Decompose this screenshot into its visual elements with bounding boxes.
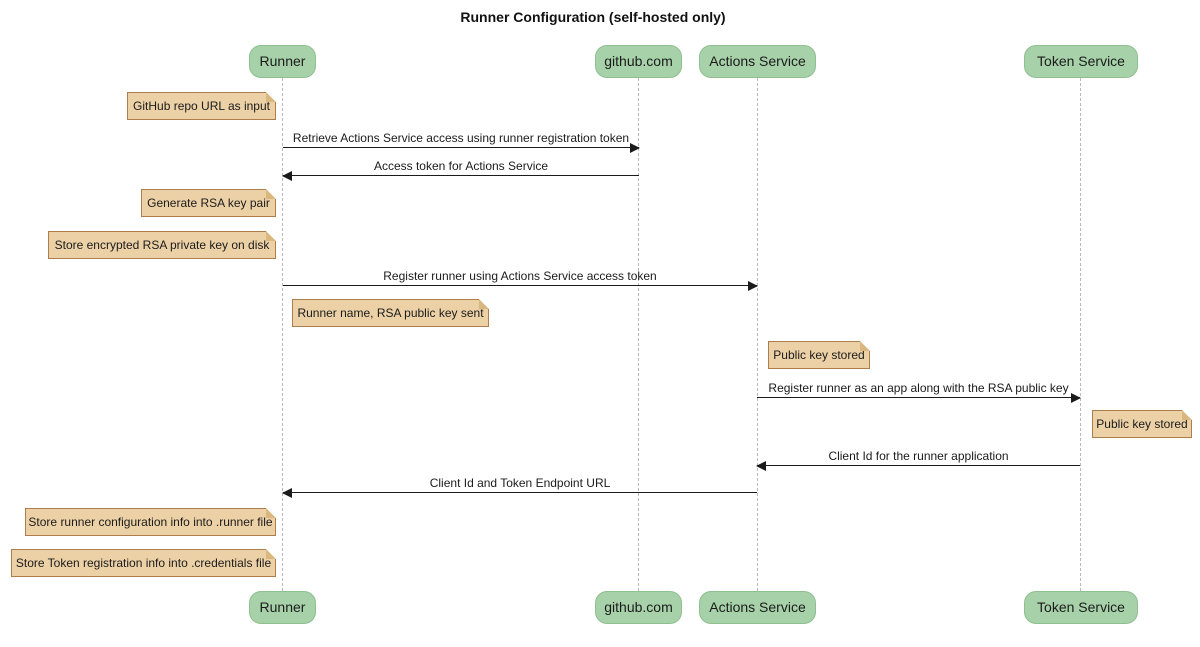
message-client-id: Client Id for the runner application xyxy=(756,446,1080,471)
note-fold-icon xyxy=(266,92,276,102)
message-label: Retrieve Actions Service access using ru… xyxy=(292,131,630,145)
note-text: GitHub repo URL as input xyxy=(133,99,270,113)
lifeline-runner xyxy=(282,78,283,591)
arrowhead-right-icon xyxy=(1071,393,1081,403)
message-line xyxy=(283,147,639,148)
participant-token-service-bottom: Token Service xyxy=(1024,591,1138,624)
note-fold-icon xyxy=(860,341,870,351)
note-fold-icon xyxy=(266,508,276,518)
arrowhead-right-icon xyxy=(630,143,640,153)
note-text: Store Token registration info into .cred… xyxy=(15,556,272,570)
message-line xyxy=(283,492,757,493)
note-store-credentials-file: Store Token registration info into .cred… xyxy=(11,549,276,577)
participant-token-service-top: Token Service xyxy=(1024,45,1138,78)
arrowhead-right-icon xyxy=(748,281,758,291)
message-label: Client Id for the runner application xyxy=(828,449,1009,463)
arrowhead-left-icon xyxy=(756,461,766,471)
note-public-key-stored-actions: Public key stored xyxy=(768,341,870,369)
note-fold-icon xyxy=(266,231,276,241)
participant-github-bottom: github.com xyxy=(595,591,682,624)
lifeline-token-service xyxy=(1080,78,1081,591)
message-access-token: Access token for Actions Service xyxy=(282,156,639,181)
message-client-id-endpoint: Client Id and Token Endpoint URL xyxy=(282,473,757,498)
message-register-app: Register runner as an app along with the… xyxy=(757,378,1081,403)
note-text: Store runner configuration info into .ru… xyxy=(28,515,273,529)
note-generate-rsa-key-pair: Generate RSA key pair xyxy=(141,189,276,217)
participant-github-top: github.com xyxy=(595,45,682,78)
participant-runner-top: Runner xyxy=(249,45,316,78)
message-retrieve-actions-access: Retrieve Actions Service access using ru… xyxy=(283,128,640,153)
participant-actions-service-top: Actions Service xyxy=(699,45,816,78)
message-line xyxy=(757,465,1080,466)
lifeline-github xyxy=(638,78,639,591)
message-register-runner: Register runner using Actions Service ac… xyxy=(283,266,758,291)
note-public-key-stored-token: Public key stored xyxy=(1092,410,1192,438)
note-text: Generate RSA key pair xyxy=(147,196,270,210)
note-github-repo-url: GitHub repo URL as input xyxy=(127,92,276,120)
arrowhead-left-icon xyxy=(282,171,292,181)
message-line xyxy=(757,397,1080,398)
note-store-private-key: Store encrypted RSA private key on disk xyxy=(48,231,276,259)
message-line xyxy=(283,285,757,286)
note-fold-icon xyxy=(479,299,489,309)
lifeline-actions-service xyxy=(757,78,758,591)
message-label: Register runner using Actions Service ac… xyxy=(383,269,657,283)
participant-actions-service-bottom: Actions Service xyxy=(699,591,816,624)
participant-runner-bottom: Runner xyxy=(249,591,316,624)
message-label: Register runner as an app along with the… xyxy=(768,381,1069,395)
note-fold-icon xyxy=(1182,410,1192,420)
message-line xyxy=(283,175,639,176)
note-store-runner-file: Store runner configuration info into .ru… xyxy=(25,508,276,536)
note-text: Store encrypted RSA private key on disk xyxy=(54,238,270,252)
note-fold-icon xyxy=(266,189,276,199)
diagram-title: Runner Configuration (self-hosted only) xyxy=(460,9,726,25)
arrowhead-left-icon xyxy=(282,488,292,498)
note-runner-name-sent: Runner name, RSA public key sent xyxy=(292,299,489,327)
note-text: Public key stored xyxy=(773,348,865,362)
note-text: Runner name, RSA public key sent xyxy=(297,306,484,320)
note-text: Public key stored xyxy=(1096,417,1188,431)
note-fold-icon xyxy=(266,549,276,559)
message-label: Access token for Actions Service xyxy=(373,159,549,173)
message-label: Client Id and Token Endpoint URL xyxy=(429,476,611,490)
